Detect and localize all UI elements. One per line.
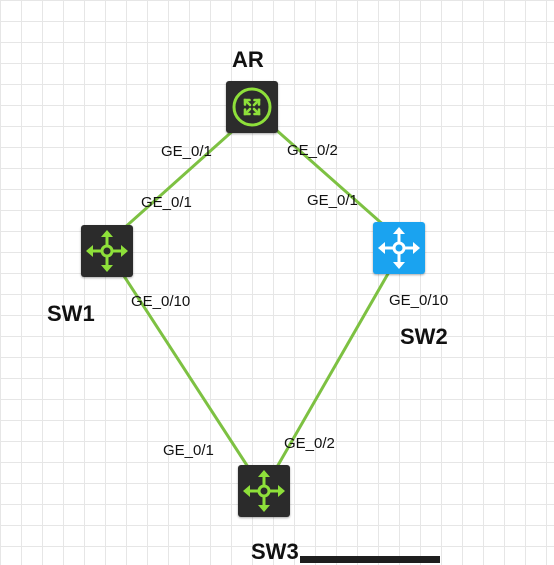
device-label-ar: AR xyxy=(232,47,264,72)
port-label-sw1-ge0-1: GE_0/1 xyxy=(141,194,192,211)
device-label-sw1: SW1 xyxy=(47,301,95,326)
device-label-sw2: SW2 xyxy=(400,324,448,349)
device-label-sw3: SW3 xyxy=(251,539,299,564)
switch-icon xyxy=(378,227,420,269)
switch-icon xyxy=(86,230,128,272)
link-sw1-sw3[interactable] xyxy=(122,275,250,468)
switch-sw3[interactable] xyxy=(238,465,290,517)
bottom-strip xyxy=(300,556,440,563)
router-icon xyxy=(232,87,272,127)
link-ar-sw1[interactable] xyxy=(120,126,238,232)
port-label-sw2-ge0-1: GE_0/1 xyxy=(307,192,358,209)
switch-icon xyxy=(243,470,285,512)
port-label-ar-ge0-2: GE_0/2 xyxy=(287,142,338,159)
switch-sw2[interactable] xyxy=(373,222,425,274)
port-label-ar-ge0-1: GE_0/1 xyxy=(161,143,212,160)
port-label-sw3-ge0-2: GE_0/2 xyxy=(284,435,335,452)
port-label-sw2-ge0-10: GE_0/10 xyxy=(389,292,449,309)
port-label-sw1-ge0-10: GE_0/10 xyxy=(131,293,191,310)
link-ar-sw2[interactable] xyxy=(273,126,388,230)
router-ar[interactable] xyxy=(226,81,278,133)
link-sw2-sw3[interactable] xyxy=(275,271,391,468)
port-label-sw3-ge0-1: GE_0/1 xyxy=(163,442,214,459)
switch-sw1[interactable] xyxy=(81,225,133,277)
